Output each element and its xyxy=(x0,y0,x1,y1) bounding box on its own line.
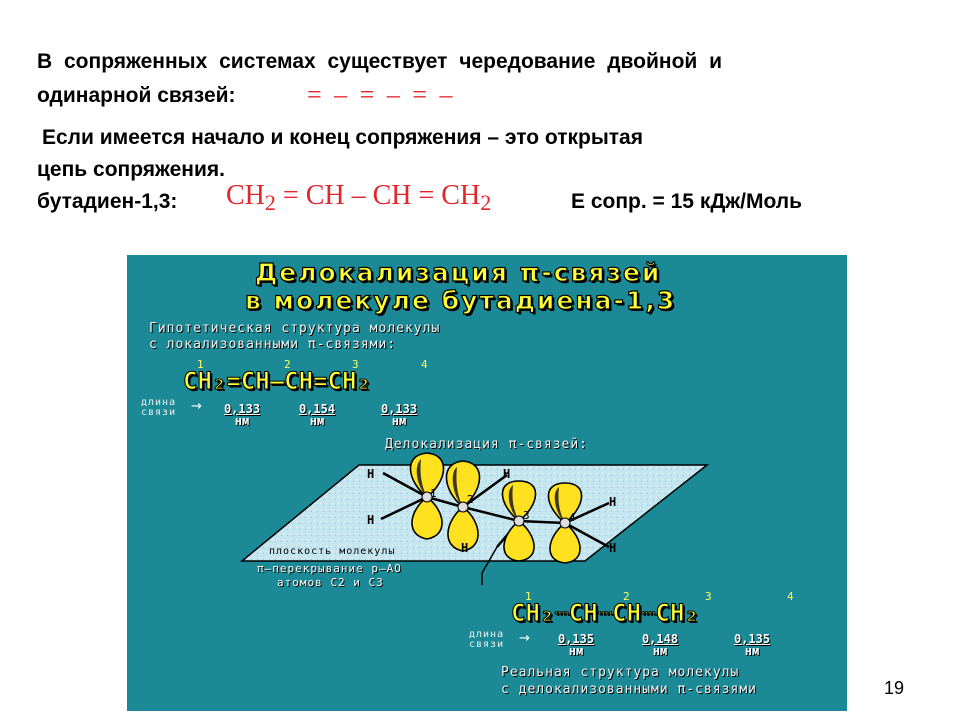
delocalized-length-3: 0,135 нм xyxy=(727,633,777,657)
figure-title-line-1: Делокализация π-связей xyxy=(254,257,662,287)
atom-number-4: 4 xyxy=(421,358,428,371)
delocalized-length-3-value: 0,135 xyxy=(733,632,771,646)
delocalized-length-2: 0,148 нм xyxy=(635,633,685,657)
localized-formula: CH₂=CH–CH=CH₂ xyxy=(183,367,372,396)
p-orbital-c3-lower xyxy=(503,519,535,562)
bond-length-label: длина связи xyxy=(141,398,176,418)
delocalized-formula: CH₂┈CH┈CH┈CH₂ xyxy=(511,599,700,628)
delocalized-length-1-value: 0,135 xyxy=(557,632,595,646)
delocalized-length-2-unit: нм xyxy=(652,644,668,658)
butadiene-formula: CH2 = CH – CH = CH2 xyxy=(226,180,492,215)
localized-length-3-value: 0,133 xyxy=(380,402,418,416)
open-chain-line-1: Если имеется начало и конец сопряжения –… xyxy=(42,126,643,149)
conjugation-energy: Е сопр. = 15 кДж/Моль xyxy=(571,190,803,213)
p-orbital-c4-lower xyxy=(549,521,581,564)
deloc-bond-length-label: длина связи xyxy=(469,630,504,650)
real-structure-line-1: Реальная структура молекулы xyxy=(501,665,740,680)
formula-part-1: CH xyxy=(226,180,265,211)
formula-part-2: = CH – CH = CH xyxy=(275,180,481,211)
deloc-atom-number-3: 3 xyxy=(705,590,712,603)
delocalized-length-1-unit: нм xyxy=(568,644,584,658)
atom-number-3: 3 xyxy=(352,358,359,371)
localized-length-2-unit: нм xyxy=(309,414,325,428)
atom-h-3: H xyxy=(503,467,512,481)
intro-line-2: одинарной связей: xyxy=(37,84,236,107)
deloc-atom-number-2: 2 xyxy=(623,590,630,603)
c-number-1: 1 xyxy=(430,487,437,500)
intro-line-1: В сопряженных системах существует чередо… xyxy=(37,50,723,73)
hypothetical-line-2: с локализованными π-связями: xyxy=(149,337,397,352)
deloc-atom-number-1: 1 xyxy=(525,590,532,603)
atom-h-2: H xyxy=(367,513,376,527)
open-chain-line-2: цепь сопряжения. xyxy=(37,158,225,181)
delocalization-heading: Делокализация π-связей: xyxy=(385,437,589,452)
formula-sub-2: 2 xyxy=(480,190,492,215)
deloc-atom-number-4: 4 xyxy=(787,590,794,603)
bond-length-label-line-2: связи xyxy=(141,407,177,418)
localized-length-2-value: 0,154 xyxy=(298,402,336,416)
deloc-bond-length-arrow-icon: → xyxy=(519,631,530,646)
atom-h-5: H xyxy=(609,495,618,509)
delocalized-length-2-value: 0,148 xyxy=(641,632,679,646)
bond-length-arrow-icon: → xyxy=(191,399,202,414)
atom-number-2: 2 xyxy=(284,358,291,371)
bond-pattern: = – = – = – xyxy=(307,80,456,109)
compound-label: бутадиен-1,3: xyxy=(37,190,178,213)
delocalization-figure: Делокализация π-связей в молекуле бутади… xyxy=(127,255,847,711)
localized-length-2: 0,154 нм xyxy=(292,403,342,427)
bond-length-label-line-1: длина xyxy=(141,397,177,408)
real-structure-line-2: с делокализованными π-связями xyxy=(501,682,757,697)
p-orbital-c1-lower xyxy=(411,495,443,540)
delocalized-length-1: 0,135 нм xyxy=(551,633,601,657)
localized-length-1-unit: нм xyxy=(234,414,250,428)
localized-length-1-value: 0,133 xyxy=(223,402,261,416)
molecule-plane-label: плоскость молекулы xyxy=(269,546,396,557)
figure-title-line-2: в молекуле бутадиена-1,3 xyxy=(244,285,677,315)
c-number-3: 3 xyxy=(523,509,530,522)
delocalized-length-3-unit: нм xyxy=(744,644,760,658)
overlap-label-line-2: атомов С2 и С3 xyxy=(277,576,384,589)
localized-length-3: 0,133 нм xyxy=(374,403,424,427)
atom-h-6: H xyxy=(609,541,618,555)
formula-sub-1: 2 xyxy=(264,190,276,215)
molecule-plane-diagram xyxy=(239,452,710,585)
c-number-4: 4 xyxy=(569,511,576,524)
hypothetical-line-1: Гипотетическая структура молекулы xyxy=(149,321,441,336)
localized-length-1: 0,133 нм xyxy=(217,403,267,427)
c-number-2: 2 xyxy=(467,493,474,506)
atom-h-1: H xyxy=(367,467,376,481)
page-number: 19 xyxy=(884,678,905,698)
p-orbital-c2-lower xyxy=(447,505,479,552)
atom-number-1: 1 xyxy=(197,358,204,371)
atom-h-4: H xyxy=(461,541,470,555)
deloc-bond-length-label-line-1: длина xyxy=(469,629,505,640)
localized-length-3-unit: нм xyxy=(391,414,407,428)
deloc-bond-length-label-line-2: связи xyxy=(469,639,505,650)
overlap-label-line-1: π–перекрывание p–АО xyxy=(257,562,402,575)
